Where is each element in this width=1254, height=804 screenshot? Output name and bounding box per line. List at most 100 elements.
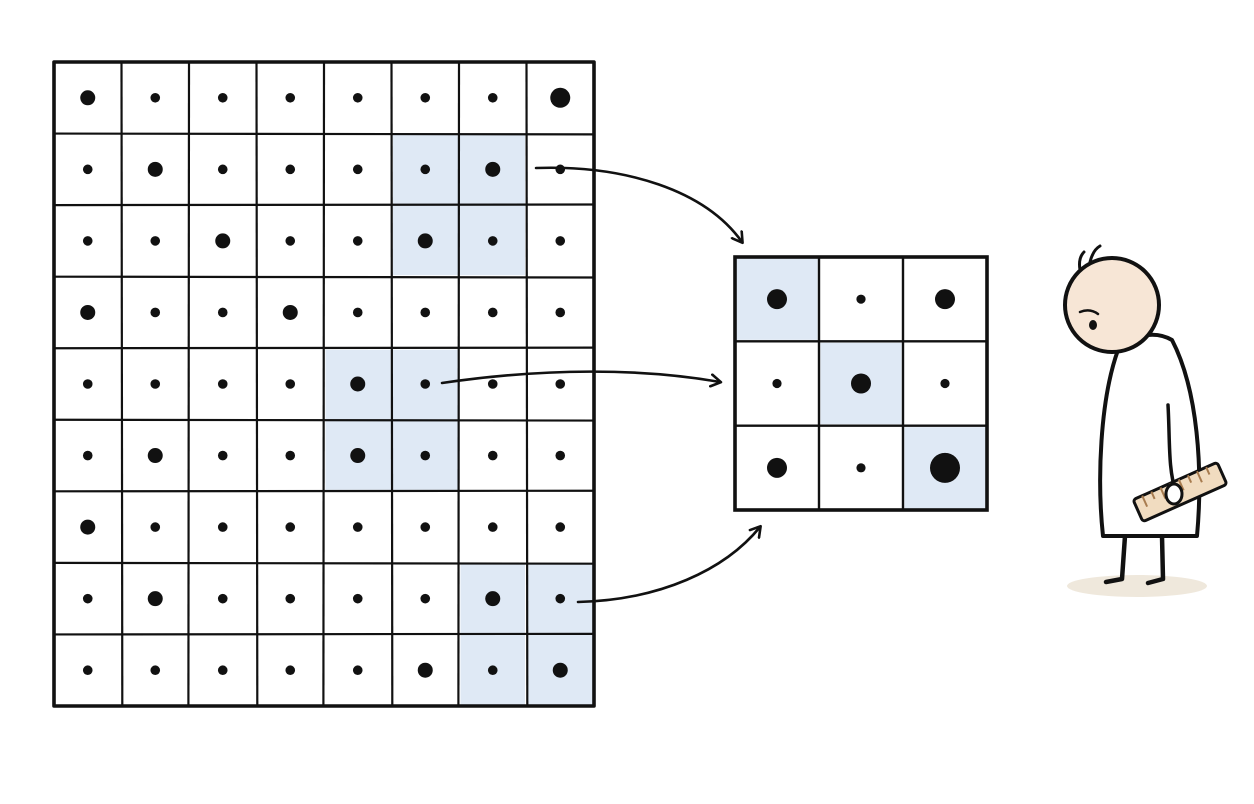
figure-leg-left [1103, 533, 1128, 585]
input-cell-dot [485, 591, 501, 607]
grid-line-vertical [390, 61, 394, 707]
ruler-tick [1205, 466, 1211, 475]
grid-line-vertical [187, 61, 191, 707]
input-cell-dot [215, 233, 231, 249]
grid-line-vertical [322, 61, 326, 707]
input-cell-dot [487, 307, 498, 318]
grid-line-vertical [255, 61, 259, 707]
input-grid [52, 60, 596, 708]
input-cell-dot [82, 236, 93, 246]
input-cell-dot [352, 665, 363, 676]
input-cell-dot [350, 376, 366, 392]
input-cell-dot [420, 379, 431, 389]
grid-line-vertical [525, 61, 529, 707]
input-cell-dot [150, 307, 161, 318]
input-cell-dot [352, 522, 363, 532]
grid-line-vertical [120, 61, 124, 707]
input-cell-dot [217, 522, 228, 532]
input-cell-dot [217, 665, 228, 676]
input-cell-dot [82, 450, 93, 461]
input-cell-dot [147, 161, 163, 177]
input-cell-dot [420, 164, 431, 175]
input-cell-dot [285, 164, 296, 175]
figure-head [1063, 256, 1161, 354]
grid-line-horizontal [53, 561, 595, 565]
grid-line-horizontal [53, 489, 595, 493]
input-cell-dot [82, 593, 93, 604]
input-cell-dot [487, 236, 498, 246]
input-cell-dot [82, 379, 93, 389]
input-cell-dot [282, 304, 298, 320]
input-cell-dot [555, 522, 566, 532]
input-cell-dot [285, 92, 296, 103]
input-cell-dot [555, 236, 566, 246]
input-cell-dot [487, 379, 498, 389]
output-cell-dot [856, 463, 866, 473]
grid-line-horizontal [53, 632, 595, 636]
output-cell-dot [930, 452, 960, 483]
output-grid-border [733, 255, 989, 512]
input-cell-dot [487, 522, 498, 532]
ruler-tick [1177, 479, 1185, 491]
output-cell-dot [940, 378, 950, 389]
input-cell-dot [352, 593, 363, 604]
input-cell-dot [147, 448, 163, 464]
input-cell-dot [352, 236, 363, 246]
output-cell-dot [767, 289, 787, 310]
input-cell-dot [487, 665, 498, 676]
input-cell-dot [417, 233, 433, 249]
input-cell-dot [555, 379, 566, 389]
ruler-tick [1159, 487, 1167, 499]
ruler-tick [1141, 495, 1149, 508]
output-cell-dot [767, 457, 787, 478]
input-cell-dot [217, 593, 228, 604]
grid-line-vertical [457, 61, 461, 707]
input-cell-dot [217, 164, 228, 175]
input-cell-dot [285, 593, 296, 604]
input-cell-dot [555, 450, 566, 461]
input-cell-dot [555, 593, 566, 604]
input-cell-dot [80, 304, 96, 320]
person-with-ruler-icon [1063, 244, 1228, 597]
input-cell-dot [350, 448, 366, 464]
input-cell-dot [555, 307, 566, 318]
input-cell-dot [417, 662, 433, 678]
arrow-group [440, 166, 760, 604]
input-cell-dot [80, 519, 96, 535]
input-cell-dot [150, 236, 161, 246]
input-cell-dot [352, 92, 363, 103]
input-cell-dot [555, 164, 566, 175]
ruler-tick [1196, 470, 1203, 483]
input-cell-dot [420, 450, 431, 461]
input-cell-dot [285, 450, 296, 461]
grid-line-horizontal [53, 346, 595, 350]
input-cell-dot [150, 522, 161, 532]
output-cell-dot [772, 378, 782, 389]
input-cell-dot [285, 379, 296, 389]
input-cell-dot [352, 307, 363, 318]
arrow-1 [440, 370, 720, 383]
grid-line-horizontal [53, 275, 595, 279]
ruler-tick [1186, 474, 1193, 484]
input-cell-dot [285, 236, 296, 246]
input-cell-dot [420, 92, 431, 103]
arrow-2 [576, 527, 760, 604]
input-cell-dot [485, 161, 501, 177]
input-cell-dot [217, 450, 228, 461]
input-cell-dot [147, 591, 163, 607]
figure-eye [1089, 320, 1097, 330]
input-cell-dot [420, 593, 431, 604]
input-cell-dot [82, 164, 93, 175]
input-cell-dot [487, 92, 498, 103]
grid-line-horizontal [53, 418, 595, 422]
input-cell-dot [352, 164, 363, 175]
figure-shadow [1067, 575, 1207, 597]
input-cell-dot [550, 87, 571, 108]
output-grid [733, 255, 989, 512]
figure-leg-right [1145, 533, 1166, 586]
output-cell-dot [851, 373, 871, 394]
input-cell-dot [82, 665, 93, 676]
input-cell-dot [150, 665, 161, 676]
